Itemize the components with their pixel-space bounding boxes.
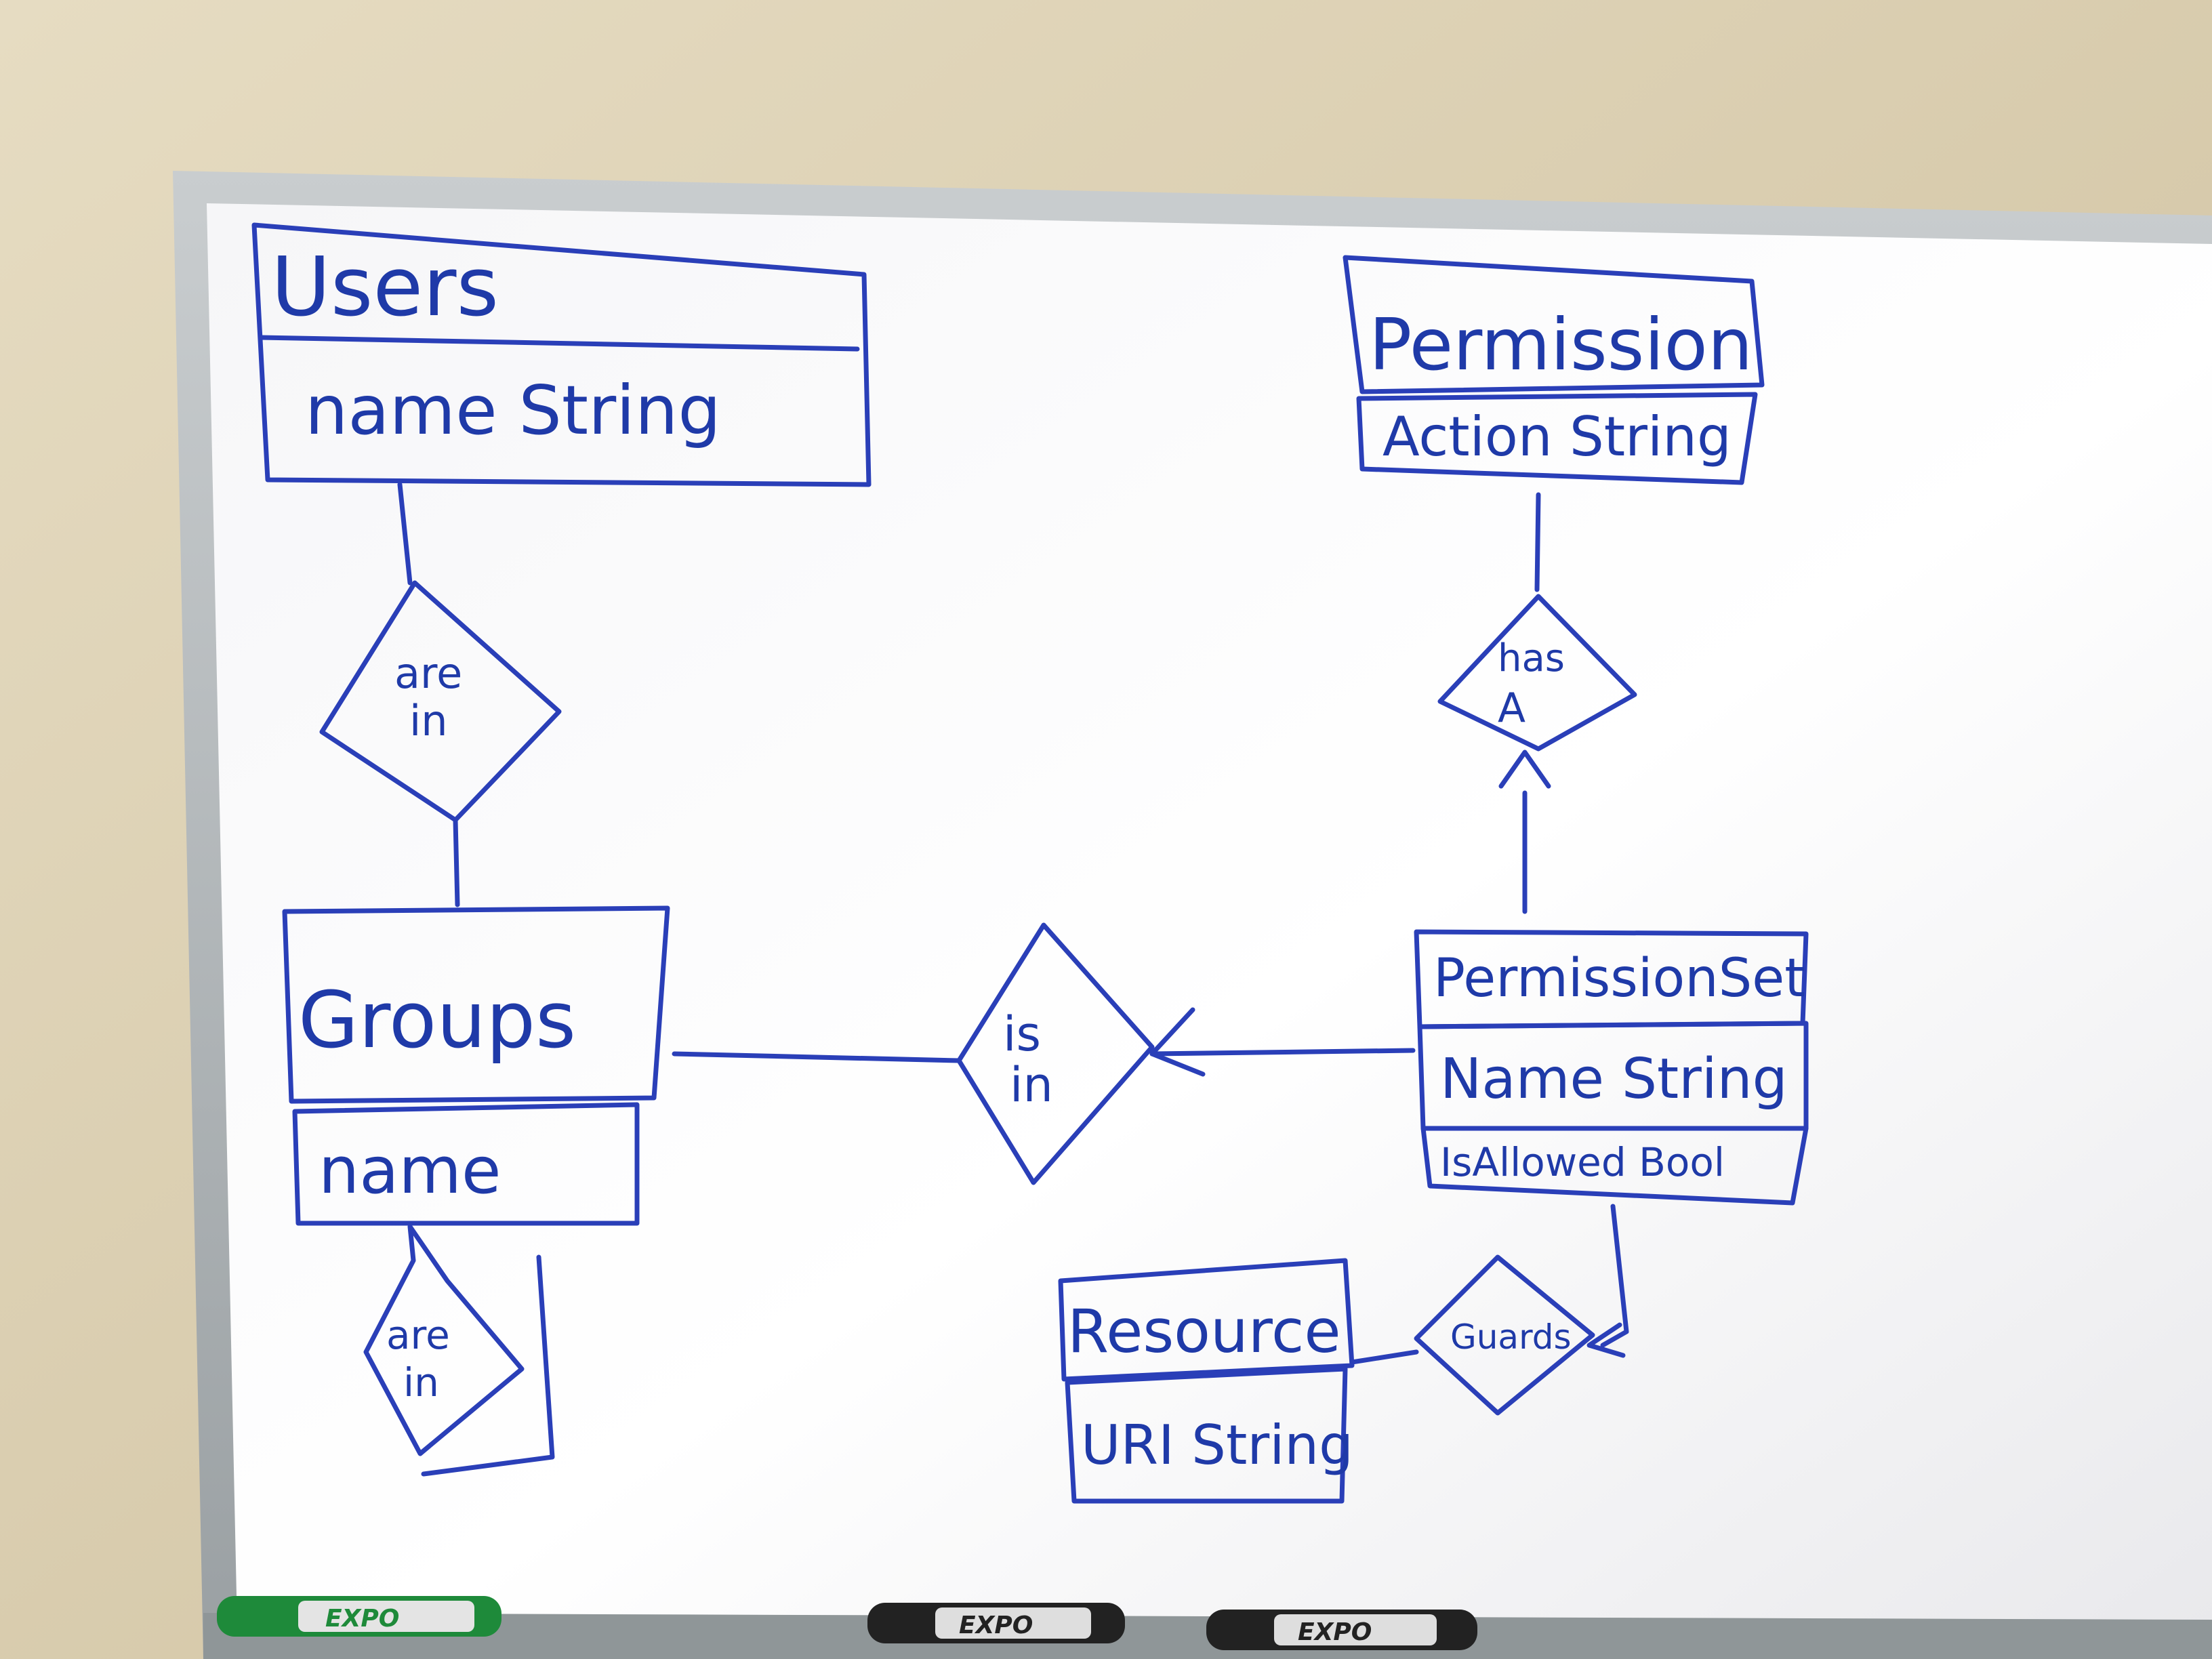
rel-groups-ps-line1: is: [1003, 1006, 1041, 1062]
connector-permissionset-guards: [1600, 1204, 1629, 1348]
relationship-groups-permission-set: is in: [956, 922, 1155, 1185]
rel-groups-ps-line2: in: [1010, 1057, 1053, 1113]
whiteboard-surface: [207, 203, 2212, 1626]
resource-title: Resource: [1067, 1296, 1341, 1366]
marker-black-1-brand: EXPO: [959, 1612, 1033, 1639]
users-attribute: name String: [305, 371, 721, 450]
relationship-groups-self: are in: [363, 1224, 555, 1477]
resource-entity: Resource URI String: [1058, 1258, 1355, 1504]
rel-users-groups-line2: in: [409, 696, 448, 745]
permission-set-attr-1: Name String: [1440, 1047, 1788, 1111]
marker-black-1: EXPO: [867, 1603, 1125, 1643]
marker-black-2: EXPO: [1206, 1610, 1477, 1650]
relationship-permission-set-permission: has A: [1437, 594, 1637, 752]
connector-groups-isin: [672, 1051, 962, 1063]
rel-ps-permission-line2: A: [1498, 684, 1525, 732]
permission-set-entity: PermissionSet Name String IsAllowed Bool: [1414, 929, 1809, 1206]
connector-users-arein: [397, 482, 413, 586]
connector-permission-hasa: [1534, 492, 1541, 592]
relationship-permission-set-resource: Guards: [1414, 1254, 1595, 1416]
marker-black-2-brand: EXPO: [1298, 1618, 1372, 1646]
permission-entity: Permission Action String: [1343, 255, 1765, 485]
rel-ps-permission-line1: has: [1498, 636, 1565, 680]
marker-green-brand: EXPO: [325, 1605, 399, 1633]
permission-set-attr-2: IsAllowed Bool: [1440, 1139, 1725, 1185]
crows-foot-guards: [1586, 1322, 1626, 1358]
users-title: Users: [271, 241, 499, 335]
rel-ps-resource-line1: Guards: [1450, 1317, 1572, 1357]
permission-attribute: Action String: [1382, 405, 1732, 468]
rel-users-groups-line1: are: [394, 649, 462, 698]
connector-isin-permissionset: [1149, 1048, 1416, 1057]
rel-groups-self-line2: in: [403, 1359, 439, 1406]
crows-foot-isin: [1149, 1007, 1206, 1077]
connector-guards-resource: [1349, 1349, 1419, 1365]
groups-attribute: name: [319, 1134, 501, 1208]
marker-green: EXPO: [217, 1596, 501, 1637]
groups-title: Groups: [298, 975, 576, 1066]
permission-set-title: PermissionSet: [1433, 948, 1805, 1009]
resource-attribute: URI String: [1081, 1414, 1353, 1477]
rel-groups-self-line1: are: [386, 1312, 450, 1358]
users-entity: Users name String: [251, 222, 872, 487]
connector-arein-groups: [453, 817, 460, 907]
permission-title: Permission: [1369, 304, 1753, 386]
groups-entity: Groups name: [282, 905, 670, 1226]
crows-foot-hasa: [1498, 750, 1551, 789]
